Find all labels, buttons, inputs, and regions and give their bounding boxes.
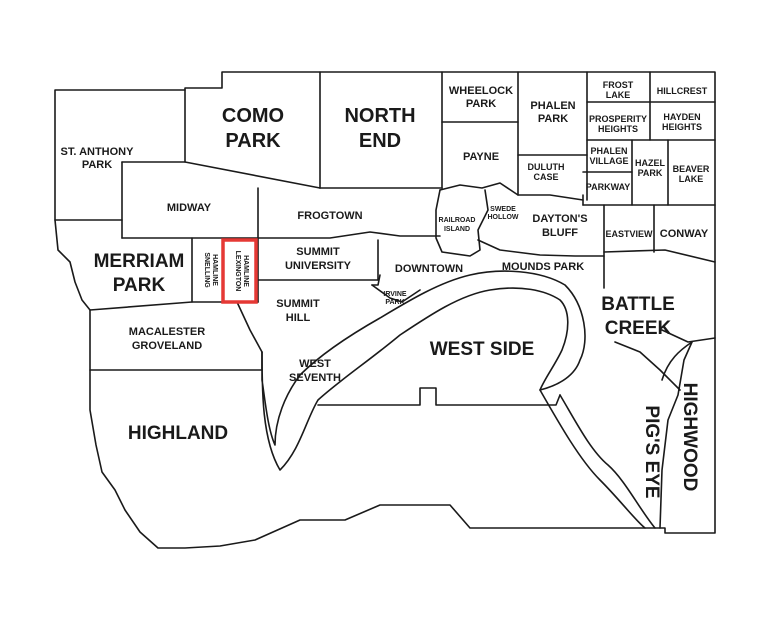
label-como-park-2: PARK [225, 130, 281, 152]
river-east-bank [559, 394, 656, 529]
label-frogtown: FROGTOWN [297, 210, 362, 222]
label-downtown: DOWNTOWN [395, 263, 463, 275]
label-irvine-park: IRVINE [383, 291, 407, 298]
label-st-anthony-2: PARK [82, 159, 112, 171]
label-pigs-eye: PIG'S EYE [641, 405, 662, 498]
label-hayden: HAYDEN [663, 112, 700, 122]
label-swede-hollow-2: HOLLOW [487, 214, 518, 221]
label-railroad-island-2: ISLAND [444, 226, 470, 233]
label-merriam-park-2: PARK [113, 275, 166, 296]
label-merriam-park: MERRIAM [94, 251, 185, 272]
label-macalester-groveland-2: GROVELAND [132, 340, 202, 352]
boundaries [54, 71, 716, 529]
label-phalen-park: PHALEN [530, 100, 575, 112]
label-west-seventh-2: SEVENTH [289, 372, 341, 384]
label-eastview: EASTVIEW [605, 229, 653, 239]
label-st-anthony: ST. ANTHONY [61, 146, 135, 158]
label-wheelock: WHEELOCK [449, 85, 513, 97]
label-battle-creek: BATTLE [601, 294, 675, 315]
label-north-end-2: END [359, 130, 401, 152]
neighborhood-labels: COMO PARK NORTH END WHEELOCK PARK PHALEN… [61, 80, 710, 499]
label-hazel-park-2: PARK [638, 168, 663, 178]
label-summit-hill: SUMMIT [276, 298, 320, 310]
label-snelling-hamline-2: HAMLINE [211, 254, 218, 286]
label-prosperity-2: HEIGHTS [598, 124, 638, 134]
label-hayden-2: HEIGHTS [662, 122, 702, 132]
label-summit-hill-2: HILL [286, 312, 311, 324]
label-hillcrest: HILLCREST [657, 86, 708, 96]
label-macalester-groveland: MACALESTER [129, 326, 205, 338]
label-frost-lake: FROST [603, 80, 634, 90]
label-summit-university-2: UNIVERSITY [285, 260, 352, 272]
label-battle-creek-2: CREEK [605, 318, 672, 339]
label-midway: MIDWAY [167, 202, 212, 214]
river-west-bank [539, 389, 646, 529]
label-snelling-hamline: SNELLING [203, 252, 210, 288]
label-highwood: HIGHWOOD [679, 383, 700, 492]
label-hazel-park: HAZEL [635, 158, 665, 168]
label-lexington-hamline: LEXINGTON [234, 251, 241, 292]
label-conway: CONWAY [660, 228, 709, 240]
label-irvine-park-2: PARK [385, 299, 404, 306]
label-lexington-hamline-2: HAMLINE [242, 255, 249, 287]
label-highland: HIGHLAND [128, 423, 228, 444]
label-beaver-lake: BEAVER [673, 164, 710, 174]
label-west-side: WEST SIDE [430, 339, 535, 360]
city-boundary [54, 71, 716, 549]
label-frost-lake-2: LAKE [606, 90, 631, 100]
label-summit-university: SUMMIT [296, 246, 340, 258]
label-west-seventh: WEST [299, 358, 331, 370]
label-como-park: COMO [222, 105, 284, 127]
label-payne: PAYNE [463, 151, 499, 163]
label-railroad-island: RAILROAD [439, 217, 476, 224]
label-duluth-case: DULUTH [528, 162, 565, 172]
label-phalen-village: PHALEN [590, 146, 627, 156]
river-creek [661, 341, 693, 381]
label-north-end: NORTH [344, 105, 415, 127]
label-phalen-village-2: VILLAGE [589, 156, 628, 166]
label-phalen-park-2: PARK [538, 113, 568, 125]
label-duluth-case-2: CASE [533, 172, 558, 182]
label-swede-hollow: SWEDE [490, 206, 516, 213]
label-daytons-bluff: DAYTON'S [532, 213, 587, 225]
label-parkway: PARKWAY [586, 182, 631, 192]
label-daytons-bluff-2: BLUFF [542, 227, 578, 239]
highlight-box [221, 238, 258, 304]
label-prosperity: PROSPERITY [589, 114, 647, 124]
label-beaver-lake-2: LAKE [679, 174, 704, 184]
label-wheelock-2: PARK [466, 98, 496, 110]
label-mounds-park: MOUNDS PARK [502, 261, 584, 273]
